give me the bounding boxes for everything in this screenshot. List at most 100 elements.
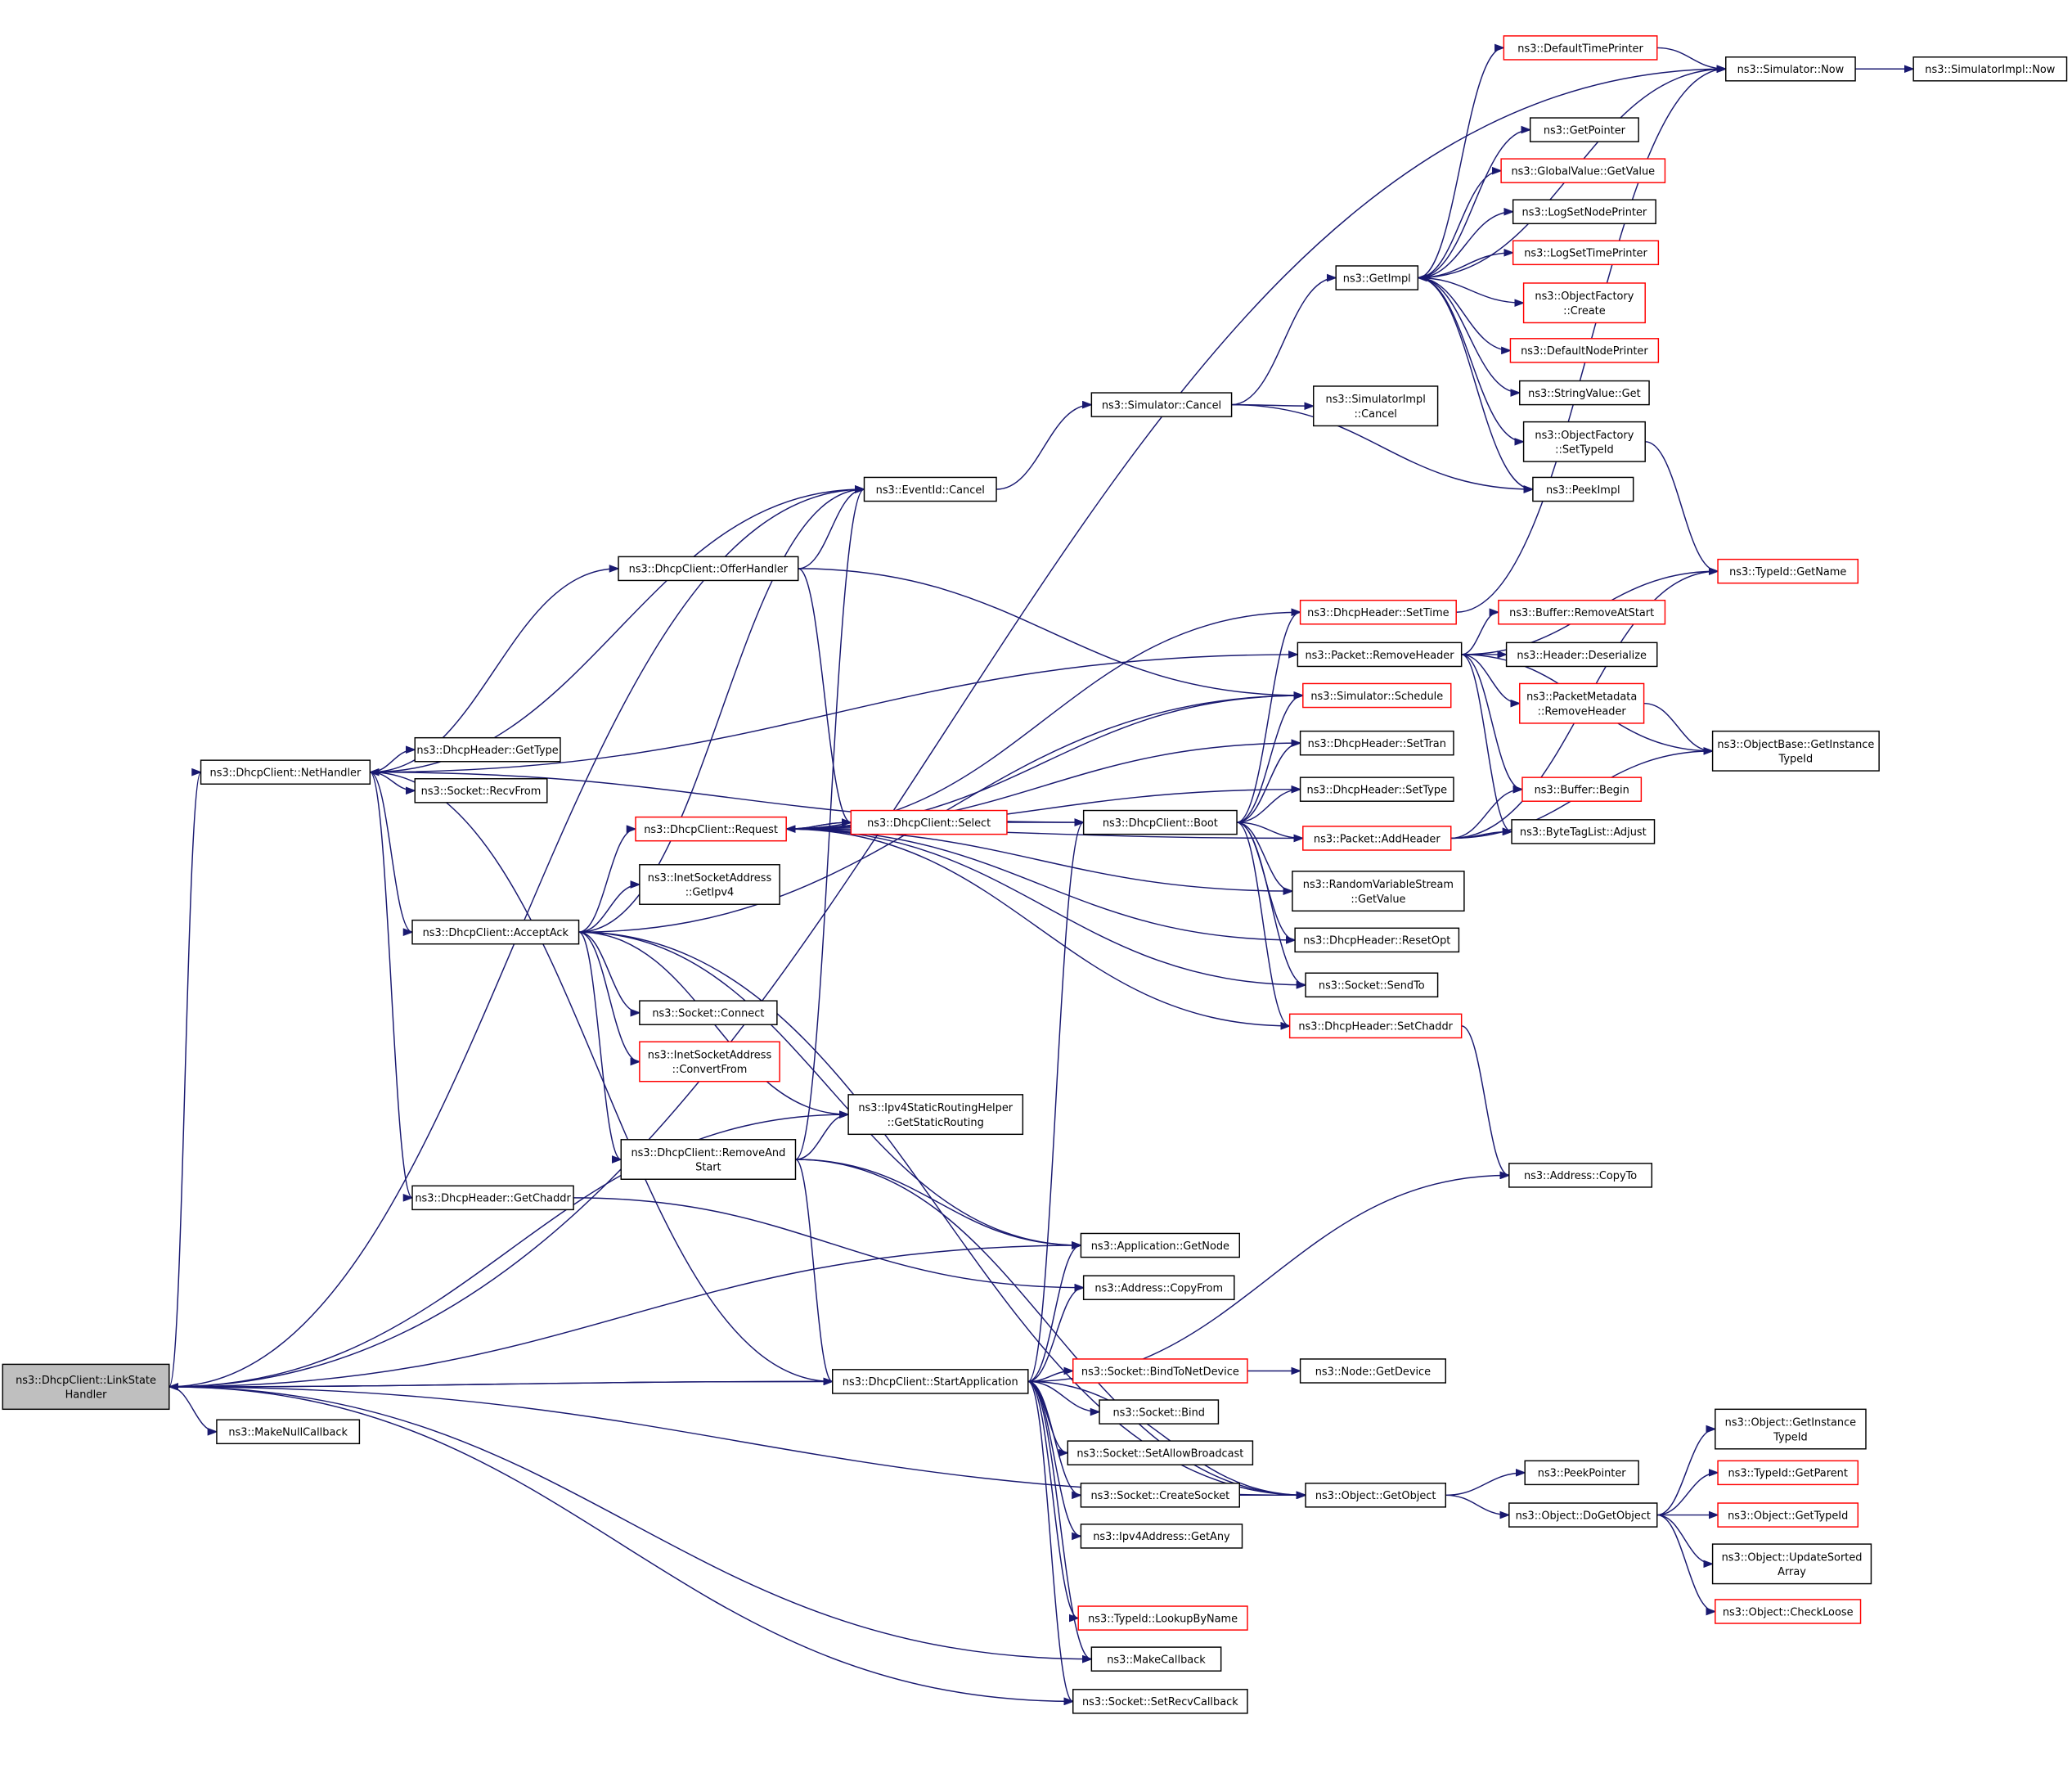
node-bufbegin[interactable]: ns3::Buffer::Begin xyxy=(1521,776,1643,802)
node-select[interactable]: ns3::DhcpClient::Select xyxy=(850,809,1008,835)
node-simcancel[interactable]: ns3::Simulator::Cancel xyxy=(1090,392,1233,417)
node-setrecvcb[interactable]: ns3::Socket::SetRecvCallback xyxy=(1072,1689,1248,1714)
edge-lsh-to-simnow xyxy=(169,65,1728,1388)
node-removeheader[interactable]: ns3::Packet::RemoveHeader xyxy=(1297,641,1463,668)
node-box xyxy=(1080,1483,1241,1508)
node-startapp[interactable]: ns3::DhcpClient::StartApplication xyxy=(831,1369,1029,1394)
node-rvsget[interactable]: ns3::RandomVariableStream::GetValue xyxy=(1292,871,1465,912)
node-resetopt[interactable]: ns3::DhcpHeader::ResetOpt xyxy=(1294,927,1460,953)
node-box xyxy=(200,759,371,785)
node-box xyxy=(639,1041,780,1083)
node-label: ns3::Socket::Connect xyxy=(652,1008,764,1020)
node-label: ns3::ByteTagList::Adjust xyxy=(1520,826,1647,839)
node-request[interactable]: ns3::DhcpClient::Request xyxy=(635,816,787,842)
node-recvfrom[interactable]: ns3::Socket::RecvFrom xyxy=(414,778,548,803)
node-bind[interactable]: ns3::Socket::Bind xyxy=(1099,1399,1220,1425)
node-simnow[interactable]: ns3::Simulator::Now xyxy=(1725,56,1856,82)
node-deserialize[interactable]: ns3::Header::Deserialize xyxy=(1505,641,1658,668)
edge-removeheader-to-bufbegin xyxy=(1461,654,1524,794)
node-getipv4[interactable]: ns3::InetSocketAddress::GetIpv4 xyxy=(639,864,780,905)
node-convfrom[interactable]: ns3::InetSocketAddress::ConvertFrom xyxy=(639,1041,780,1083)
node-nodegetdev[interactable]: ns3::Node::GetDevice xyxy=(1299,1358,1447,1384)
node-peekptr[interactable]: ns3::PeekPointer xyxy=(1524,1460,1639,1486)
node-lstp[interactable]: ns3::LogSetTimePrinter xyxy=(1512,240,1660,266)
node-connect[interactable]: ns3::Socket::Connect xyxy=(639,1000,778,1025)
edge-dogetobj-to-updsorted xyxy=(1656,1514,1715,1569)
node-simimplnow[interactable]: ns3::SimulatorImpl::Now xyxy=(1912,56,2068,82)
node-getobject[interactable]: ns3::Object::GetObject xyxy=(1305,1483,1447,1508)
node-addheader[interactable]: ns3::Packet::AddHeader xyxy=(1302,826,1452,851)
node-lsnp[interactable]: ns3::LogSetNodePrinter xyxy=(1512,199,1656,225)
node-makecb[interactable]: ns3::MakeCallback xyxy=(1090,1646,1222,1672)
node-box xyxy=(1725,56,1856,82)
node-label: ns3::TypeId::LookupByName xyxy=(1088,1613,1238,1625)
node-getchaddr[interactable]: ns3::DhcpHeader::GetChaddr xyxy=(411,1185,574,1211)
node-settype[interactable]: ns3::DhcpHeader::SetType xyxy=(1299,776,1454,802)
node-box xyxy=(411,919,580,945)
node-box xyxy=(1299,1358,1447,1384)
node-defnp[interactable]: ns3::DefaultNodePrinter xyxy=(1509,338,1660,363)
node-copyto[interactable]: ns3::Address::CopyTo xyxy=(1508,1163,1653,1188)
node-deftp[interactable]: ns3::DefaultTimePrinter xyxy=(1503,35,1658,61)
node-createsock[interactable]: ns3::Socket::CreateSocket xyxy=(1080,1483,1241,1508)
node-box xyxy=(1529,117,1639,142)
node-label: ns3::SimulatorImpl xyxy=(1326,394,1426,406)
node-box xyxy=(1302,826,1452,851)
node-tidgetname[interactable]: ns3::TypeId::GetName xyxy=(1717,558,1859,584)
node-ofcreate[interactable]: ns3::ObjectFactory::Create xyxy=(1522,282,1646,324)
node-label: ns3::GlobalValue::GetValue xyxy=(1512,166,1656,178)
edge-neth-to-acceptack xyxy=(370,771,414,936)
node-objgettypeid[interactable]: ns3::Object::GetTypeId xyxy=(1717,1502,1859,1528)
node-sendto[interactable]: ns3::Socket::SendTo xyxy=(1305,972,1439,998)
node-gsr[interactable]: ns3::Ipv4StaticRoutingHelper::GetStaticR… xyxy=(847,1094,1024,1136)
node-settran[interactable]: ns3::DhcpHeader::SetTran xyxy=(1299,730,1454,756)
node-label: ::Cancel xyxy=(1354,408,1396,421)
node-lookup[interactable]: ns3::TypeId::LookupByName xyxy=(1077,1605,1248,1631)
node-setab[interactable]: ns3::Socket::SetAllowBroadcast xyxy=(1067,1440,1254,1465)
node-box xyxy=(1090,392,1233,417)
node-offer[interactable]: ns3::DhcpClient::OfferHandler xyxy=(618,556,799,582)
edge-boot-to-schedule xyxy=(1236,691,1305,823)
node-peekimpl[interactable]: ns3::PeekImpl xyxy=(1532,476,1634,502)
edge-acceptack-to-appgetnode xyxy=(578,931,1083,1249)
node-gettype[interactable]: ns3::DhcpHeader::GetType xyxy=(414,736,561,763)
edge-request-to-sendto xyxy=(786,828,1307,989)
node-pmremove[interactable]: ns3::PacketMetadata::RemoveHeader xyxy=(1519,682,1645,724)
node-svget[interactable]: ns3::StringValue::Get xyxy=(1519,380,1650,406)
node-btladjust[interactable]: ns3::ByteTagList::Adjust xyxy=(1511,819,1656,844)
node-mnc[interactable]: ns3::MakeNullCallback xyxy=(216,1419,361,1445)
node-box xyxy=(1305,1483,1447,1508)
node-removeatstart[interactable]: ns3::Buffer::RemoveAtStart xyxy=(1498,599,1666,625)
node-neth[interactable]: ns3::DhcpClient::NetHandler xyxy=(200,759,371,785)
node-label: ns3::InetSocketAddress xyxy=(648,1049,772,1061)
node-getparent[interactable]: ns3::TypeId::GetParent xyxy=(1717,1460,1859,1486)
node-boot[interactable]: ns3::DhcpClient::Boot xyxy=(1082,809,1238,835)
node-checkloose[interactable]: ns3::Object::CheckLoose xyxy=(1715,1599,1862,1624)
node-box xyxy=(1302,682,1452,709)
edge-lsh-to-neth xyxy=(169,768,203,1388)
node-appgetnode[interactable]: ns3::Application::GetNode xyxy=(1080,1232,1241,1258)
node-bindnd[interactable]: ns3::Socket::BindToNetDevice xyxy=(1072,1358,1248,1384)
node-label: ns3::Ipv4StaticRoutingHelper xyxy=(858,1102,1013,1114)
node-acceptack[interactable]: ns3::DhcpClient::AcceptAck xyxy=(411,919,580,945)
edge-setchaddr-to-copyto xyxy=(1461,1025,1511,1180)
node-dogetobj[interactable]: ns3::Object::DoGetObject xyxy=(1508,1502,1658,1528)
node-setchaddr[interactable]: ns3::DhcpHeader::SetChaddr xyxy=(1288,1013,1463,1039)
node-gvgetvalue[interactable]: ns3::GlobalValue::GetValue xyxy=(1500,158,1666,183)
node-evcancel[interactable]: ns3::EventId::Cancel xyxy=(863,476,997,502)
node-getany[interactable]: ns3::Ipv4Address::GetAny xyxy=(1080,1524,1243,1549)
node-box xyxy=(1335,265,1419,290)
node-settime[interactable]: ns3::DhcpHeader::SetTime xyxy=(1299,599,1457,625)
node-copyfrom[interactable]: ns3::Address::CopyFrom xyxy=(1082,1275,1235,1300)
node-box xyxy=(1090,1646,1222,1672)
node-schedule[interactable]: ns3::Simulator::Schedule xyxy=(1302,682,1452,709)
node-simimplcancel[interactable]: ns3::SimulatorImpl::Cancel xyxy=(1313,385,1439,427)
node-ofsettypeid[interactable]: ns3::ObjectFactory::SetTypeId xyxy=(1522,421,1646,462)
node-getimpl[interactable]: ns3::GetImpl xyxy=(1335,265,1419,290)
node-getpointer[interactable]: ns3::GetPointer xyxy=(1529,117,1639,142)
